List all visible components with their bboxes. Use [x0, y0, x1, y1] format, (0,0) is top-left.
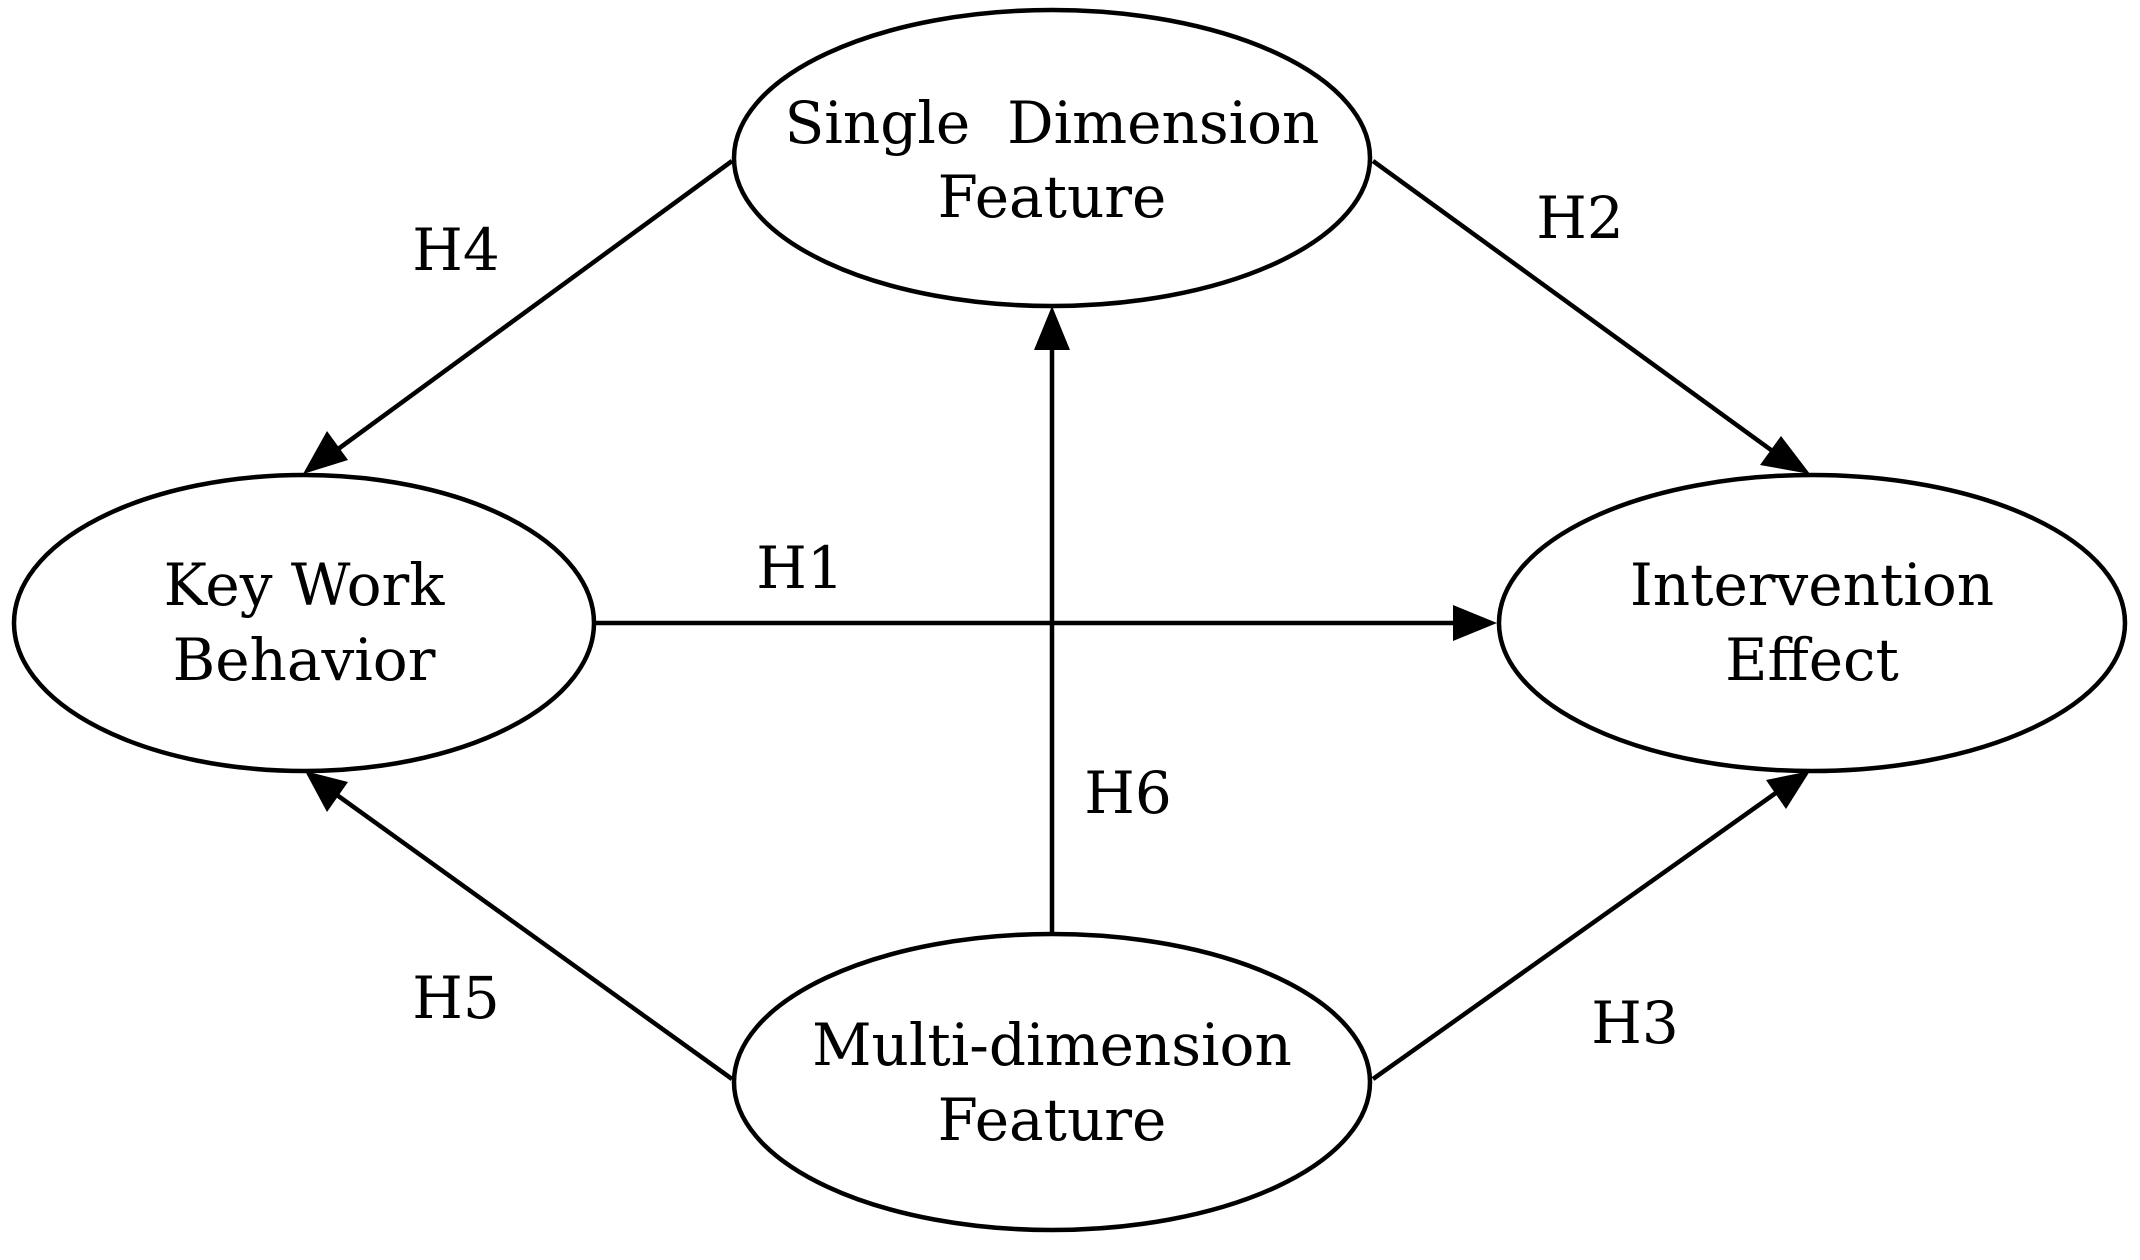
- edge-h6: [1034, 306, 1070, 935]
- node-intervention-line1: Intervention: [1630, 551, 1994, 619]
- edge-h2-arrowhead: [1760, 436, 1810, 474]
- node-key-work-line1: Key Work: [164, 551, 446, 619]
- node-intervention-effect: Intervention Effect: [1496, 472, 2128, 774]
- node-intervention-line2: Effect: [1725, 626, 1899, 694]
- edge-h4-arrowhead: [303, 431, 348, 474]
- edge-label-h4: H4: [412, 216, 499, 284]
- edge-h3-arrowhead: [1766, 771, 1810, 809]
- node-single-dimension-line1: Single Dimension: [785, 89, 1320, 157]
- edge-label-h3: H3: [1591, 989, 1678, 1057]
- node-multi-dimension-feature: Multi-dimension Feature: [731, 931, 1373, 1233]
- edge-h4: [303, 159, 734, 474]
- edge-label-h1: H1: [756, 534, 843, 602]
- node-multi-dimension-line2: Feature: [938, 1086, 1167, 1154]
- node-key-work-line2: Behavior: [173, 626, 436, 694]
- node-key-work-behavior: Key Work Behavior: [11, 472, 597, 774]
- edge-h5: [305, 771, 734, 1081]
- edge-h5-arrowhead: [305, 771, 348, 812]
- edge-label-h2: H2: [1536, 184, 1623, 252]
- edge-h2: [1371, 159, 1810, 474]
- edge-h3: [1371, 771, 1810, 1081]
- node-multi-dimension-line1: Multi-dimension: [812, 1011, 1292, 1079]
- node-single-dimension-feature: Single Dimension Feature: [731, 7, 1373, 309]
- edge-h1-arrowhead: [1453, 605, 1497, 641]
- edge-label-h6: H6: [1084, 759, 1171, 827]
- edge-h6-arrowhead: [1034, 306, 1070, 350]
- edge-label-h5: H5: [412, 964, 499, 1032]
- edge-h1: [593, 605, 1497, 641]
- node-single-dimension-line2: Feature: [938, 163, 1167, 231]
